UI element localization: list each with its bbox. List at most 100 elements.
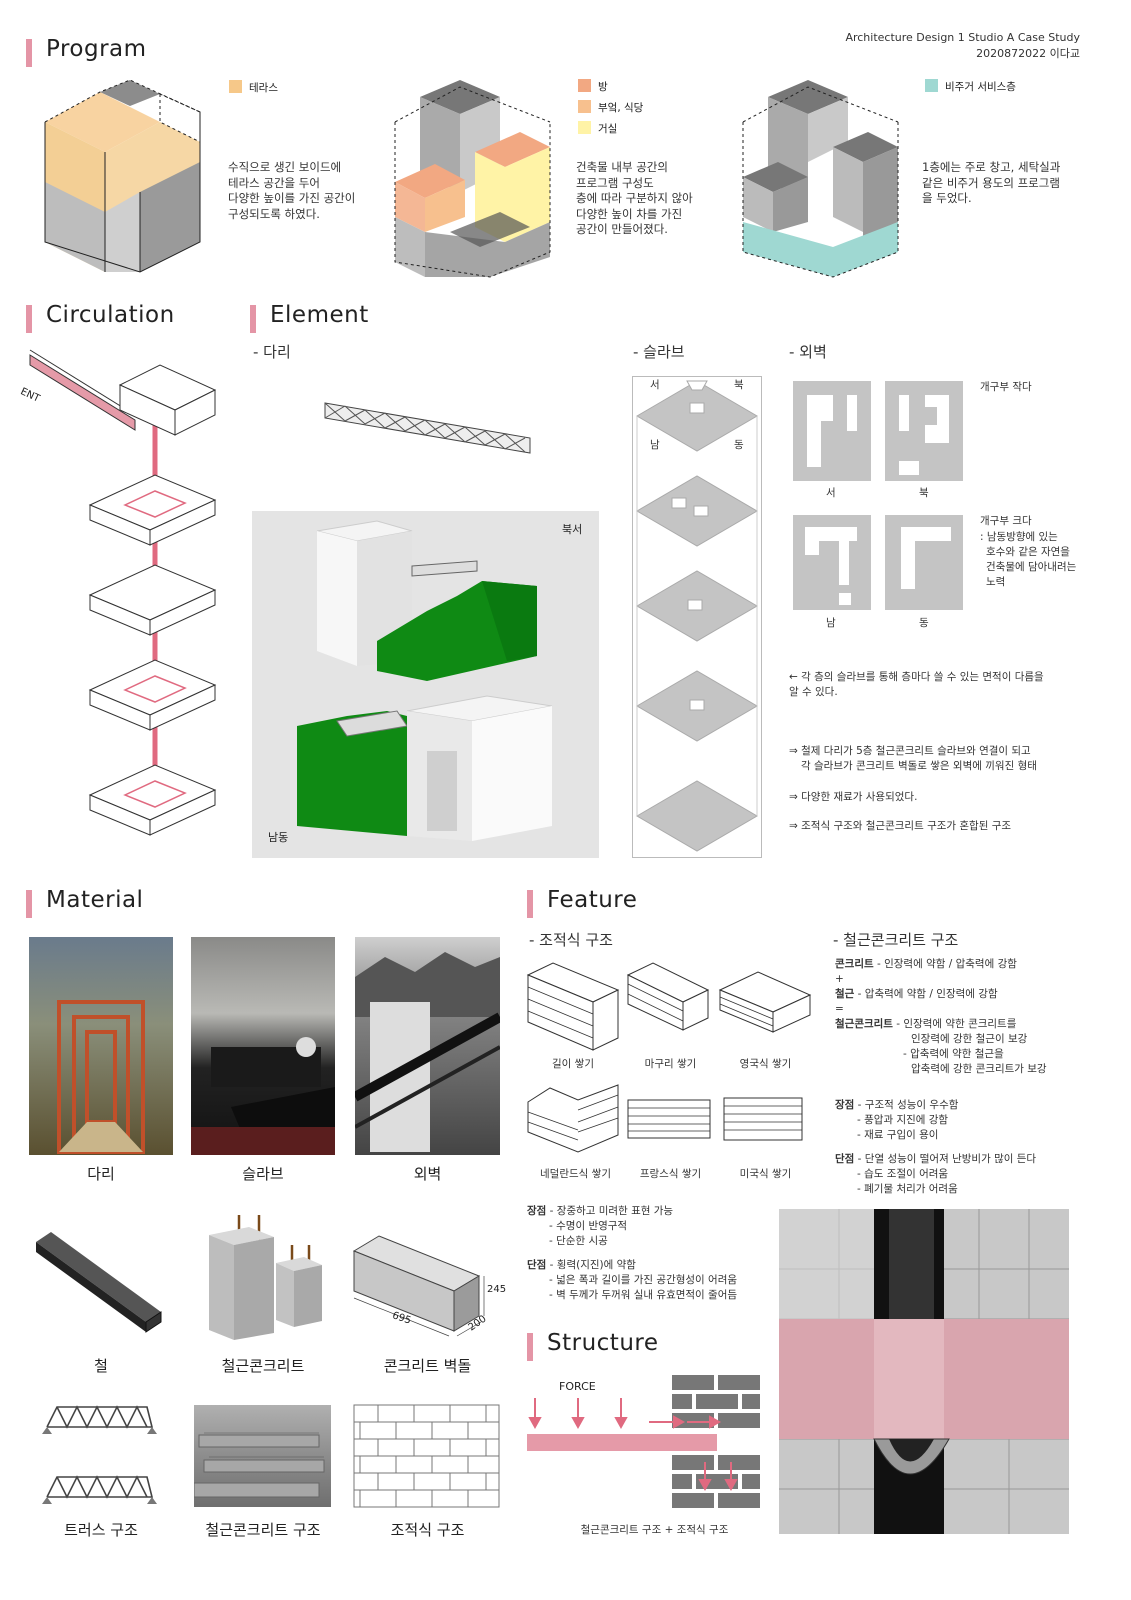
- structure-force-label: FORCE: [559, 1380, 596, 1393]
- photo-slab: [191, 937, 335, 1155]
- wall-small-label: 개구부 작다: [980, 381, 1032, 393]
- header-course: Architecture Design 1 Studio A Case Stud…: [845, 31, 1080, 44]
- section-title-material: Material: [26, 887, 144, 918]
- header-student: 2020872022 이다교: [976, 47, 1080, 60]
- legend-room: 방: [578, 79, 608, 94]
- material-caption-block: 콘크리트 벽돌: [383, 1357, 472, 1375]
- render-label-se: 남동: [268, 831, 289, 844]
- program-diagram-service: [742, 80, 899, 278]
- section-title-structure: Structure: [527, 1330, 659, 1361]
- bridge-truss-drawing: [324, 402, 531, 454]
- rc-cons: 단점 - 단열 성능이 떨어져 난방비가 많이 든다 - 습도 조절이 어려움 …: [835, 1153, 1037, 1195]
- material-caption-masonry: 조적식 구조: [390, 1521, 465, 1539]
- legend-living: 거실: [578, 121, 617, 136]
- wall-east: [885, 515, 963, 610]
- slab-dir-n: 북: [734, 379, 744, 391]
- element-note-3: ⇒ 다양한 재료가 사용되었다.: [789, 791, 918, 803]
- block-dim-h: 245: [487, 1284, 507, 1295]
- legend-kitchen: 부엌, 식당: [578, 100, 643, 115]
- legend-label: 비주거 서비스층: [945, 81, 1016, 93]
- legend-label: 거실: [598, 123, 618, 135]
- section-title-circulation: Circulation: [26, 302, 175, 333]
- legend-label: 테라스: [249, 82, 278, 94]
- legend-swatch: [578, 100, 591, 113]
- photo-rc-structure: [194, 1405, 331, 1507]
- legend-swatch: [578, 79, 591, 92]
- bond-label-header: 마구리 쌓기: [644, 1058, 697, 1070]
- legend-terrace: 테라스: [229, 80, 278, 95]
- element-wall-title: - 외벽: [789, 343, 827, 361]
- wall-label-s: 남: [826, 617, 836, 629]
- structure-title: Structure: [547, 1330, 659, 1356]
- slab-panel: [632, 376, 762, 858]
- brick-wall-drawing: [353, 1404, 500, 1508]
- element-bridge-title: - 다리: [253, 343, 291, 361]
- section-title-feature: Feature: [527, 887, 638, 918]
- concrete-block-drawing: [352, 1235, 485, 1337]
- legend-service: 비주거 서비스층: [925, 79, 1016, 94]
- truss-drawing: [42, 1405, 157, 1504]
- program-diagram-terrace: [44, 79, 201, 273]
- rc-description: 콘크리트 - 인장력에 약함 / 압축력에 강함 + 철근 - 압축력에 약함 …: [835, 958, 1047, 1075]
- material-title: Material: [46, 887, 144, 913]
- program-diagram-rooms: [394, 80, 551, 278]
- section-title-element: Element: [250, 302, 369, 333]
- material-caption-rc-structure: 철근콘크리트 구조: [205, 1521, 321, 1539]
- wall-label-n: 북: [919, 487, 929, 499]
- wall-label-w: 서: [826, 487, 836, 499]
- render-label-nw: 북서: [562, 523, 583, 536]
- bond-label-american: 미국식 쌓기: [739, 1168, 792, 1180]
- wall-west: [793, 381, 871, 481]
- bond-label-dutch: 네덜란드식 쌓기: [540, 1168, 611, 1180]
- bond-label-stretcher: 길이 쌓기: [552, 1058, 594, 1070]
- element-slab-title: - 슬라브: [633, 343, 685, 361]
- legend-swatch: [578, 121, 591, 134]
- render-northwest: [316, 520, 537, 681]
- feature-title: Feature: [547, 887, 638, 913]
- section-bar: [26, 305, 32, 333]
- steel-beam-drawing: [36, 1232, 162, 1333]
- material-caption-steel: 철: [94, 1357, 108, 1375]
- legend-label: 방: [598, 81, 608, 93]
- section-bar: [26, 39, 32, 67]
- program-title: Program: [46, 36, 147, 62]
- photo-bridge: [29, 937, 173, 1155]
- wall-north: [885, 381, 963, 481]
- legend-swatch: [229, 80, 242, 93]
- circulation-title: Circulation: [46, 302, 175, 328]
- render-southeast: [297, 695, 553, 841]
- render-panel: 북서 남동: [252, 511, 599, 858]
- bond-label-flemish: 프랑스식 쌓기: [639, 1168, 702, 1180]
- section-bar: [527, 890, 533, 918]
- section-bar: [250, 305, 256, 333]
- feature-rc-title: - 철근콘크리트 구조: [833, 931, 959, 949]
- legend-label: 부엌, 식당: [598, 102, 644, 114]
- wall-label-e: 동: [919, 617, 929, 629]
- wall-south: [793, 515, 871, 610]
- circulation-diagram: [29, 349, 217, 836]
- legend-swatch: [925, 79, 938, 92]
- material-caption-rc: 철근콘크리트: [221, 1357, 305, 1375]
- material-caption-truss: 트러스 구조: [64, 1521, 138, 1539]
- rc-column-drawing: [209, 1215, 322, 1340]
- photo-wall: [355, 937, 500, 1155]
- wall-large-label: 개구부 크다: [980, 515, 1032, 527]
- photo-structure-detail: [779, 1209, 1069, 1534]
- feature-masonry-title: - 조적식 구조: [529, 931, 613, 949]
- slab-dir-w: 서: [650, 379, 660, 391]
- rc-pros: 장점 - 구조적 성능이 우수함 - 풍압과 지진에 강함 - 재료 구입이 용…: [835, 1099, 959, 1141]
- bond-label-english: 영국식 쌓기: [739, 1058, 792, 1070]
- slab-stack: [636, 380, 758, 852]
- material-caption-wall: 외벽: [413, 1165, 442, 1183]
- slab-dir-e: 동: [734, 439, 744, 451]
- structure-diagram: [527, 1375, 760, 1508]
- material-caption-slab: 슬라브: [242, 1165, 284, 1183]
- section-title-program: Program: [26, 36, 147, 67]
- slab-dir-s: 남: [650, 439, 660, 451]
